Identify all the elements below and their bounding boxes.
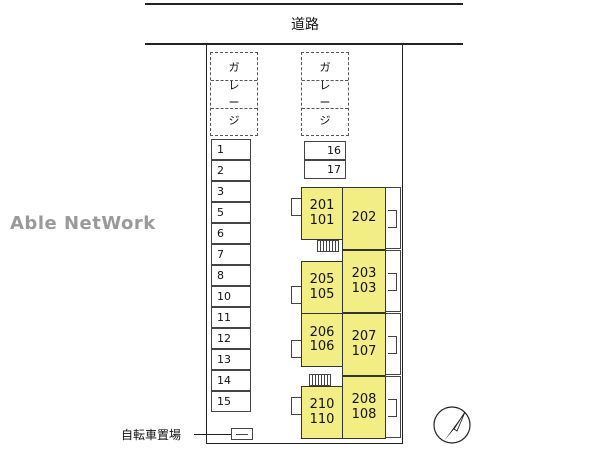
- entrance-step: [291, 340, 301, 358]
- unit-upper-number: 208: [351, 392, 377, 408]
- garage-left: ガ レ ー ジ: [210, 52, 258, 136]
- unit-lower-number: 101: [309, 212, 335, 228]
- parking-slot: 8: [211, 265, 251, 286]
- road-bottom-edge: [145, 43, 463, 45]
- unit-205-105: 205 105: [301, 261, 343, 314]
- bicycle-parking-area: [231, 428, 253, 440]
- unit-upper-number: 210: [309, 397, 335, 413]
- unit-lower-number: 107: [351, 343, 377, 359]
- parking-slot: 11: [211, 307, 251, 328]
- unit-207-107: 207 107: [342, 313, 386, 376]
- parking-slot: 6: [211, 223, 251, 244]
- balcony: [385, 376, 401, 438]
- unit-lower-number: 110: [309, 411, 335, 427]
- balcony: [385, 187, 401, 249]
- parking-slot: 12: [211, 328, 251, 349]
- unit-upper-number: 206: [309, 324, 335, 340]
- lot-right-boundary: [402, 44, 403, 444]
- stairs: [309, 374, 331, 386]
- unit-upper-number: 202: [351, 210, 377, 226]
- parking-slot: 1: [211, 139, 251, 160]
- entrance-step: [291, 397, 301, 415]
- parking-slot: 10: [211, 286, 251, 307]
- parking-slot: 13: [211, 349, 251, 370]
- watermark-text: Able NetWork: [10, 213, 156, 234]
- unit-upper-number: 205: [309, 272, 335, 288]
- road-top-edge: [145, 3, 463, 5]
- unit-202: 202: [342, 187, 386, 250]
- lot-left-boundary: [206, 44, 207, 444]
- unit-upper-number: 203: [351, 266, 377, 282]
- unit-lower-number: 105: [309, 286, 335, 302]
- bicycle-parking-leader: [194, 434, 231, 435]
- balcony: [385, 313, 401, 375]
- parking-slot: 17: [304, 160, 346, 179]
- road-label: 道路: [291, 17, 319, 33]
- parking-slot: 5: [211, 202, 251, 223]
- unit-lower-number: 108: [351, 406, 377, 422]
- garage-left-label: ガ レ ー ジ: [228, 61, 240, 127]
- unit-upper-number: 207: [351, 329, 377, 345]
- stairs: [317, 240, 339, 252]
- unit-203-103: 203 103: [342, 250, 386, 313]
- north-arrow-icon: [433, 406, 471, 444]
- unit-208-108: 208 108: [342, 376, 386, 439]
- balcony: [385, 250, 401, 312]
- unit-upper-number: 201: [309, 198, 335, 214]
- bicycle-parking-label: 自転車置場: [121, 428, 182, 442]
- unit-lower-number: 106: [309, 339, 335, 354]
- parking-slot: 15: [211, 391, 251, 412]
- parking-slot: 2: [211, 160, 251, 181]
- unit-206-106: 206 106: [301, 313, 343, 367]
- unit-lower-number: 103: [351, 280, 377, 296]
- garage-right-label: ガ レ ー ジ: [319, 61, 331, 127]
- unit-210-110: 210 110: [301, 386, 343, 439]
- lot-bottom-boundary: [206, 443, 403, 444]
- parking-slot: 3: [211, 181, 251, 202]
- garage-right: ガ レ ー ジ: [301, 52, 349, 136]
- parking-slot: 14: [211, 370, 251, 391]
- entrance-step: [291, 286, 301, 304]
- parking-slot: 16: [304, 141, 346, 160]
- entrance-step: [291, 198, 301, 216]
- unit-201-101: 201 101: [301, 187, 343, 240]
- parking-slot: 7: [211, 244, 251, 265]
